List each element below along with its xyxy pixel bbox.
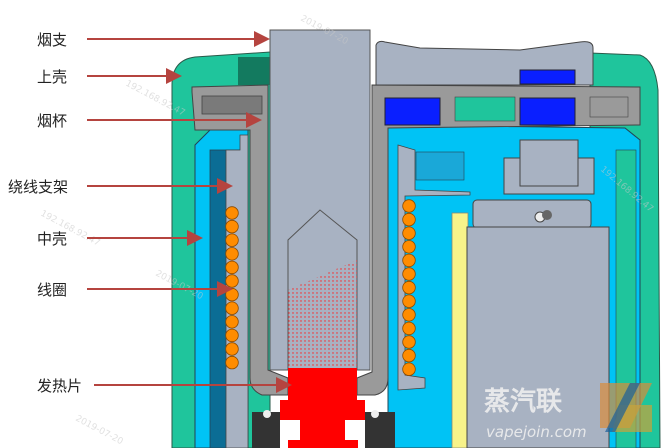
coil-turn [402,362,416,376]
coil-turn [402,267,416,281]
pcb-strip [451,212,469,448]
label-coil-bracket: 绕线支架 [8,178,233,196]
svg-text:发热片: 发热片 [37,377,82,395]
coil-turn [402,321,416,336]
coil-turn [402,280,416,295]
coil-turn [402,335,416,349]
coil-turn [225,247,239,261]
coil-turn [225,206,239,220]
vapejoin-watermark: 蒸汽联 vapejoin.com [484,383,652,441]
coil-turn [402,240,416,254]
coil-turn [225,301,239,315]
coil-turn [402,294,416,308]
coil-turn [225,342,239,356]
coil-turn [225,355,239,370]
svg-text:烟支: 烟支 [37,31,67,49]
coil-turn [225,315,239,329]
svg-text:烟杯: 烟杯 [37,112,67,130]
coil-turn [225,233,239,247]
svg-text:vapejoin.com: vapejoin.com [486,423,587,441]
coil [225,199,416,376]
battery [466,199,610,448]
label-heating-blade: 发热片 [37,377,292,395]
svg-text:绕线支架: 绕线支架 [8,178,68,196]
coil-turn [225,328,239,343]
svg-text:2019-07-20: 2019-07-20 [74,414,125,448]
label-coil: 线圈 [37,281,233,299]
coil-turn [225,287,239,302]
coil-turn [402,308,416,322]
svg-text:上壳: 上壳 [37,68,67,86]
svg-text:线圈: 线圈 [37,281,67,299]
coil-turn [402,212,416,227]
label-cup: 烟杯 [37,112,262,130]
coil-turn [225,274,239,288]
switch-block [415,139,595,195]
coil-turn [402,226,416,240]
label-upper-shell: 上壳 [37,68,182,86]
coil-turn [402,348,416,363]
coil-turn [402,199,416,213]
svg-text:蒸汽联: 蒸汽联 [484,387,562,417]
svg-text:中壳: 中壳 [37,230,67,248]
coil-turn [402,253,416,268]
base [252,410,395,448]
magnets [384,69,576,126]
label-middle-shell: 中壳 [37,230,203,248]
coil-turn [225,219,239,234]
label-cigarette: 烟支 [37,31,270,49]
heating-blade [280,209,365,448]
coil-turn [225,260,239,275]
